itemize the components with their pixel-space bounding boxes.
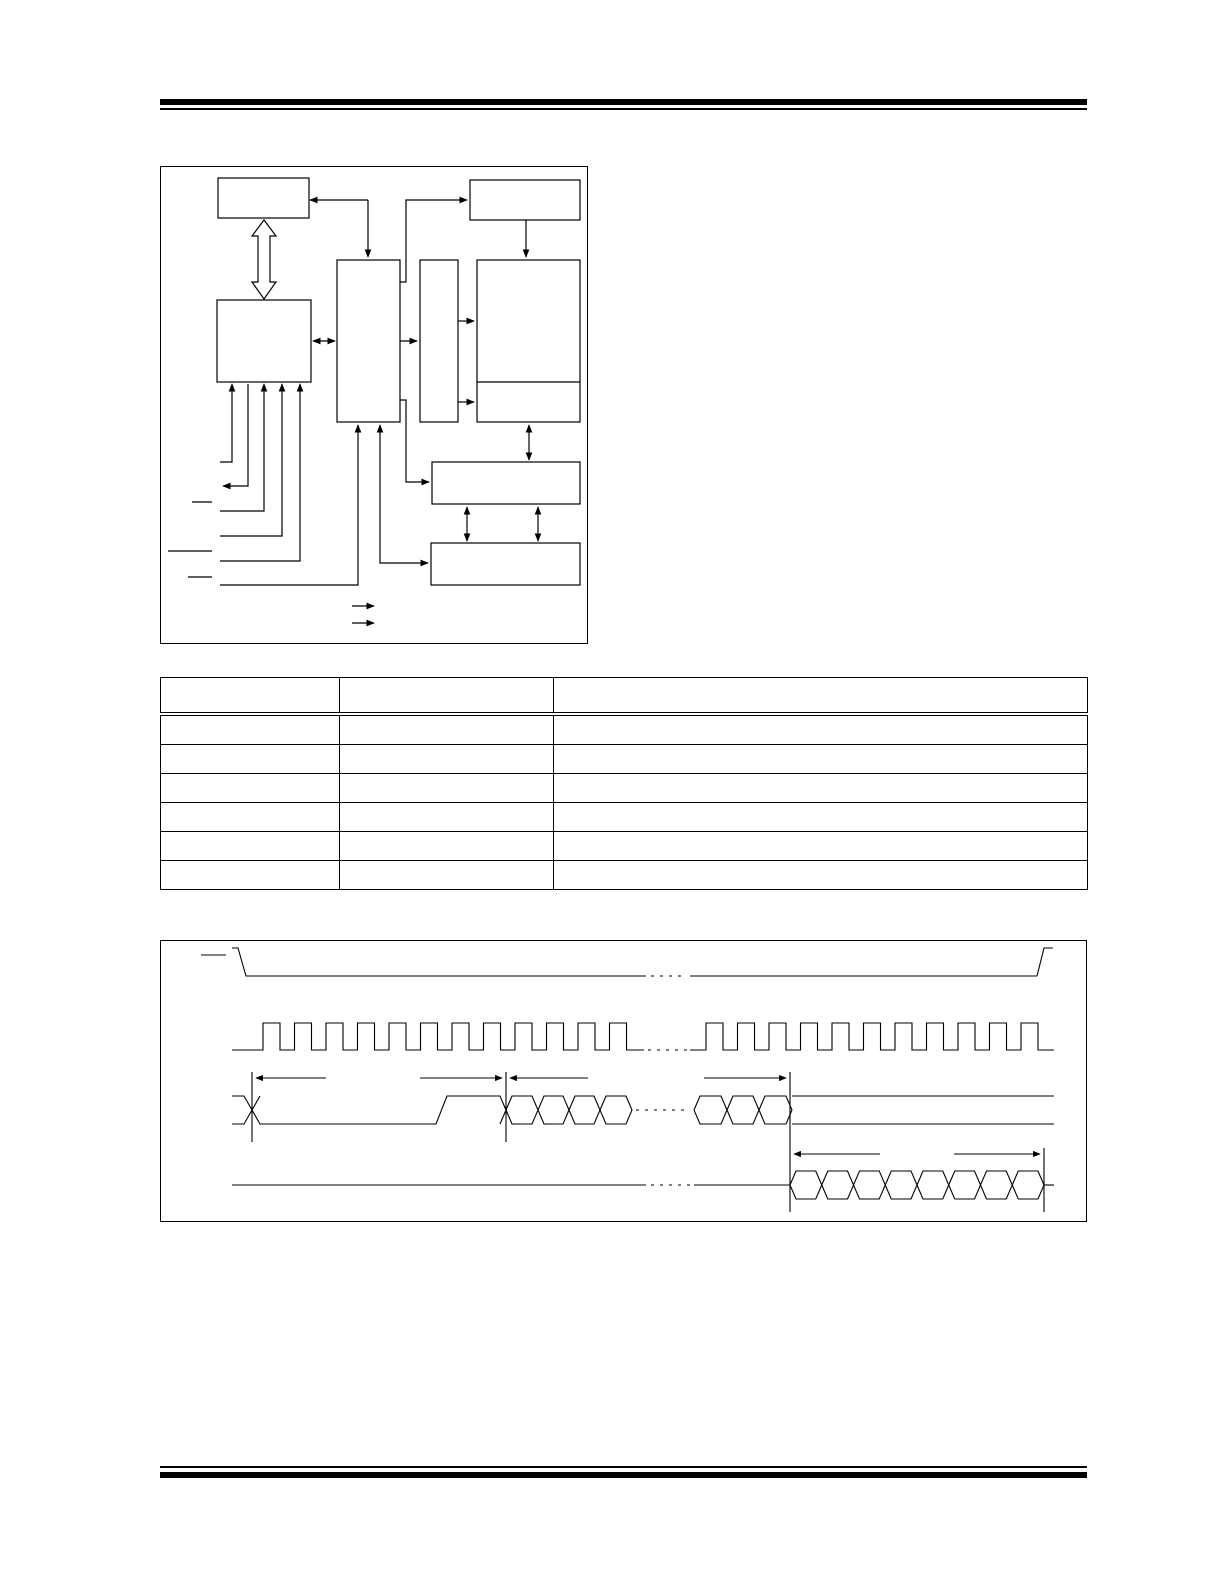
block-latch (431, 461, 581, 505)
so-bit (979, 1170, 1013, 1200)
sck-waveform (232, 1022, 644, 1051)
si-bit (758, 1095, 793, 1125)
table-cell (339, 831, 554, 861)
block-decoder (419, 259, 459, 423)
si-bit (693, 1095, 728, 1125)
table-cell (339, 773, 554, 803)
table-row (160, 744, 1088, 774)
table-cell (339, 713, 554, 745)
si-bit (537, 1095, 570, 1125)
table-cell (553, 831, 1088, 861)
block-top-right (469, 179, 581, 221)
table-cell (160, 802, 340, 832)
block-memory-array (476, 259, 581, 423)
table-cell (160, 831, 340, 861)
so-bit (852, 1170, 886, 1200)
so-bit (884, 1170, 918, 1200)
so-bit (1011, 1170, 1045, 1200)
block-control-logic (336, 259, 401, 423)
table-header-cell (160, 677, 340, 716)
table-cell (160, 744, 340, 774)
so-bit (948, 1170, 982, 1200)
footer-rule-thin (160, 1466, 1087, 1468)
table-cell (160, 860, 340, 890)
block-interface (216, 299, 312, 383)
so-bit (916, 1170, 950, 1200)
block-bottom (430, 542, 581, 586)
table-row (160, 773, 1088, 803)
timing-diagram-figure (160, 940, 1087, 1222)
table-header-row (160, 677, 1088, 716)
table-row (160, 831, 1088, 861)
table-cell (339, 860, 554, 890)
table-cell (553, 860, 1088, 890)
table-cell (160, 713, 340, 745)
block-top-left (217, 177, 310, 219)
table-cell (339, 802, 554, 832)
sck-waveform (690, 1022, 1054, 1051)
header-rule-thin (160, 108, 1087, 110)
block-diagram (168, 177, 581, 627)
bus-double-arrow (250, 219, 278, 301)
table-row (160, 713, 1088, 745)
si-bit (505, 1095, 539, 1125)
so-bit (789, 1170, 823, 1200)
table-row (160, 860, 1088, 890)
table-cell (553, 744, 1088, 774)
si-waveform (232, 1095, 253, 1125)
si-bit (599, 1095, 633, 1125)
table-cell (553, 773, 1088, 803)
pin-description-table (160, 677, 1088, 890)
table-row (160, 802, 1088, 832)
table-cell (160, 773, 340, 803)
so-bit (821, 1170, 855, 1200)
table-cell (553, 802, 1088, 832)
si-bit (568, 1095, 601, 1125)
table-header-cell (339, 677, 554, 716)
table-cell (553, 713, 1088, 745)
cs-waveform (232, 947, 646, 977)
header-rule-thick (160, 99, 1087, 105)
footer-rule-thick (160, 1472, 1087, 1478)
timing-diagram (201, 947, 1054, 1212)
block-diagram-figure (160, 166, 588, 644)
si-bit (726, 1095, 760, 1125)
table-cell (339, 744, 554, 774)
table-header-cell (553, 677, 1088, 716)
